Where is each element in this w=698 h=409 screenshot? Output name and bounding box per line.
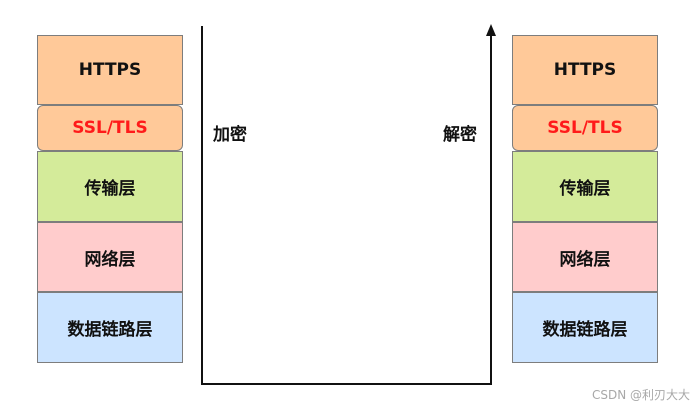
sender-datalink-layer: 数据链路层 — [37, 292, 183, 363]
receiver-https-layer: HTTPS — [512, 35, 658, 105]
encrypt-label: 加密 — [213, 125, 247, 145]
receiver-ssl-tls-layer: SSL/TLS — [512, 105, 658, 151]
sender-transport-layer: 传输层 — [37, 151, 183, 222]
up-arrowhead-icon — [486, 24, 496, 36]
csdn-watermark: CSDN @利刃大大 — [591, 388, 690, 402]
receiver-datalink-layer: 数据链路层 — [512, 292, 658, 363]
receiver-transport-layer: 传输层 — [512, 151, 658, 222]
decrypt-label: 解密 — [443, 125, 477, 145]
sender-network-layer: 网络层 — [37, 222, 183, 292]
flow-line — [201, 26, 492, 385]
sender-https-layer: HTTPS — [37, 35, 183, 105]
sender-ssl-tls-layer: SSL/TLS — [37, 105, 183, 151]
receiver-network-layer: 网络层 — [512, 222, 658, 292]
